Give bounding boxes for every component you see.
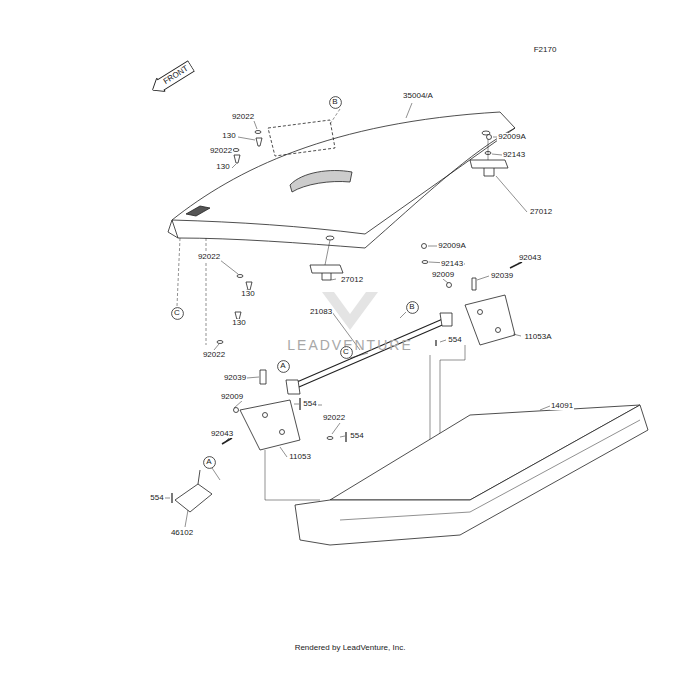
screw: [447, 283, 452, 288]
callout-number: 130: [231, 319, 246, 328]
callout-number: 92009: [431, 271, 455, 280]
hole: [263, 413, 268, 418]
screw: [487, 135, 492, 140]
roof-handle: [290, 171, 352, 192]
reference-letter-text: C: [174, 309, 180, 317]
reference-letter-text: B: [409, 303, 414, 311]
roof-edge: [168, 128, 515, 238]
hole: [280, 430, 285, 435]
bracket: [470, 160, 508, 176]
callout-number: 554: [349, 432, 364, 441]
washer: [255, 131, 261, 134]
callout-number: 92009A: [497, 133, 527, 142]
screw: [234, 408, 239, 413]
washer: [217, 341, 223, 344]
callout-number: 92043: [518, 254, 542, 263]
callout-number: 130: [221, 132, 236, 141]
reference-letter-text: C: [343, 348, 349, 356]
callout-number: 27012: [529, 208, 553, 217]
callout-number: 14091: [550, 402, 574, 411]
callout-number: 46102: [170, 529, 194, 538]
callout-number: 92043: [210, 430, 234, 439]
leader-line: [165, 377, 345, 498]
callout-number: 92009A: [437, 242, 467, 251]
reference-letter-text: B: [332, 98, 337, 106]
bar-end: [286, 313, 452, 394]
callout-number: 92022: [202, 351, 226, 360]
bolt: [472, 278, 476, 290]
cotter-pin: [435, 340, 436, 346]
reference-letter: A: [203, 456, 216, 469]
roof-panel: [172, 112, 515, 248]
reference-letter-text: A: [206, 458, 211, 466]
reference-letter-text: A: [280, 362, 285, 370]
callout-number: 92009: [220, 393, 244, 402]
callout-number: 92022: [231, 113, 255, 122]
panel-edge: [340, 420, 640, 520]
reference-letter: B: [406, 301, 419, 314]
callout-number: 21083: [309, 308, 333, 317]
floor-panel: [295, 405, 648, 545]
hole: [496, 328, 501, 333]
callout-number: 554: [149, 494, 164, 503]
reference-letter: A: [277, 360, 290, 373]
callout-number: 92039: [490, 272, 514, 281]
bracket: [465, 295, 515, 345]
callout-number: 92022: [197, 253, 221, 262]
callout-number: 130: [240, 290, 255, 299]
leader-line: [325, 135, 488, 265]
callout-number: 11053A: [524, 333, 553, 342]
bracket: [310, 265, 343, 280]
screw: [422, 244, 427, 249]
leader-line: [540, 406, 550, 410]
hole: [478, 310, 483, 315]
front-arrow: FRONT: [148, 59, 195, 97]
callout-number: 11053: [288, 453, 312, 462]
credit-note: Rendered by LeadVenture, Inc.: [294, 644, 407, 653]
callout-number: 92143: [502, 151, 526, 160]
reference-letter: C: [171, 307, 184, 320]
bolt: [234, 155, 240, 163]
callout-number: 554: [447, 336, 462, 345]
hole: [326, 236, 334, 240]
washer: [237, 275, 243, 278]
callout-number: 130: [215, 163, 230, 172]
callout-number: 92039: [223, 374, 247, 383]
reference-line: [177, 109, 340, 345]
callout-number: 92143: [440, 260, 464, 269]
callout-number: 554: [302, 400, 317, 409]
callout-number: 92022: [322, 414, 346, 423]
washer: [327, 437, 333, 440]
washer: [422, 261, 428, 264]
washer: [485, 152, 491, 155]
support-bar: [290, 318, 447, 390]
hook: [175, 470, 212, 512]
leader-line: [185, 510, 188, 527]
callout-number: 35004/A: [402, 92, 434, 101]
bolt: [260, 370, 266, 384]
roof-vent: [186, 206, 210, 216]
hidden-area: [268, 120, 335, 156]
callout-number: 27012: [340, 276, 364, 285]
bracket: [240, 400, 300, 450]
reference-letter: C: [340, 346, 353, 359]
washer: [233, 149, 239, 152]
leader-line: [214, 103, 527, 350]
pin: [510, 262, 522, 268]
bolt: [256, 138, 262, 146]
reference-letter: B: [329, 96, 342, 109]
figure-number: F2170: [533, 46, 558, 55]
callout-number: 92022: [209, 147, 233, 156]
pin: [222, 438, 232, 444]
